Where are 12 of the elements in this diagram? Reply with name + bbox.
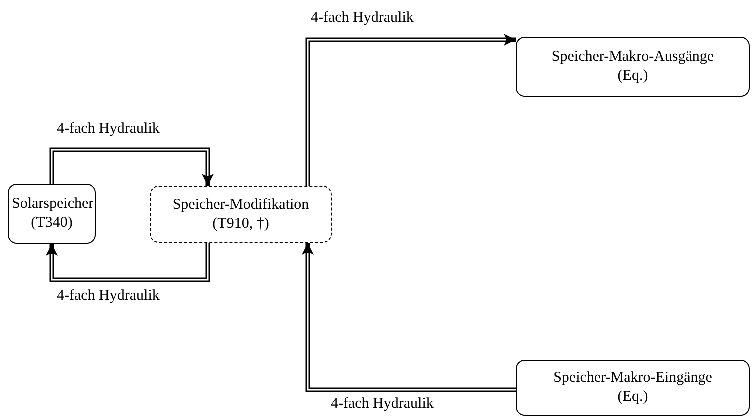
node-label: Solarspeicher (T340) bbox=[12, 195, 92, 233]
edge-label: 4-fach Hydraulik bbox=[56, 121, 161, 138]
edge-label: 4-fach Hydraulik bbox=[56, 288, 161, 305]
node-label: Speicher-Makro-Ausgänge (Eq.) bbox=[550, 48, 716, 86]
process-box bbox=[516, 360, 750, 416]
node-label: Speicher-Makro-Eingänge (Eq.) bbox=[552, 369, 714, 407]
edge-label: 4-fach Hydraulik bbox=[330, 396, 435, 413]
process-box bbox=[516, 37, 750, 97]
edge-label: 4-fach Hydraulik bbox=[310, 10, 415, 27]
node-label: Speicher-Modifikation (T910, †) bbox=[172, 196, 310, 234]
dashed-process-box bbox=[150, 186, 332, 243]
process-box bbox=[8, 184, 96, 244]
